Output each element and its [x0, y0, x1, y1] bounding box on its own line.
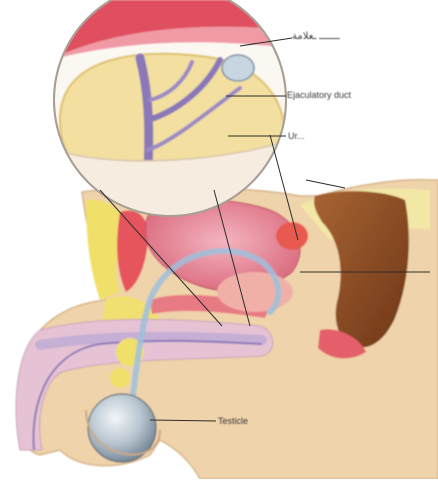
label-testicle: Testicle [218, 416, 248, 426]
fat-blob [110, 368, 130, 388]
magnified-inset [50, 0, 290, 220]
seminal-vesicle [276, 222, 308, 250]
label-seminal-vesicle: ـــــــ ـعلامة [292, 31, 340, 42]
label-urethra: Ur... [288, 131, 305, 141]
prostate [217, 272, 293, 312]
label-ejaculatory-duct: Ejaculatory duct [287, 90, 351, 100]
